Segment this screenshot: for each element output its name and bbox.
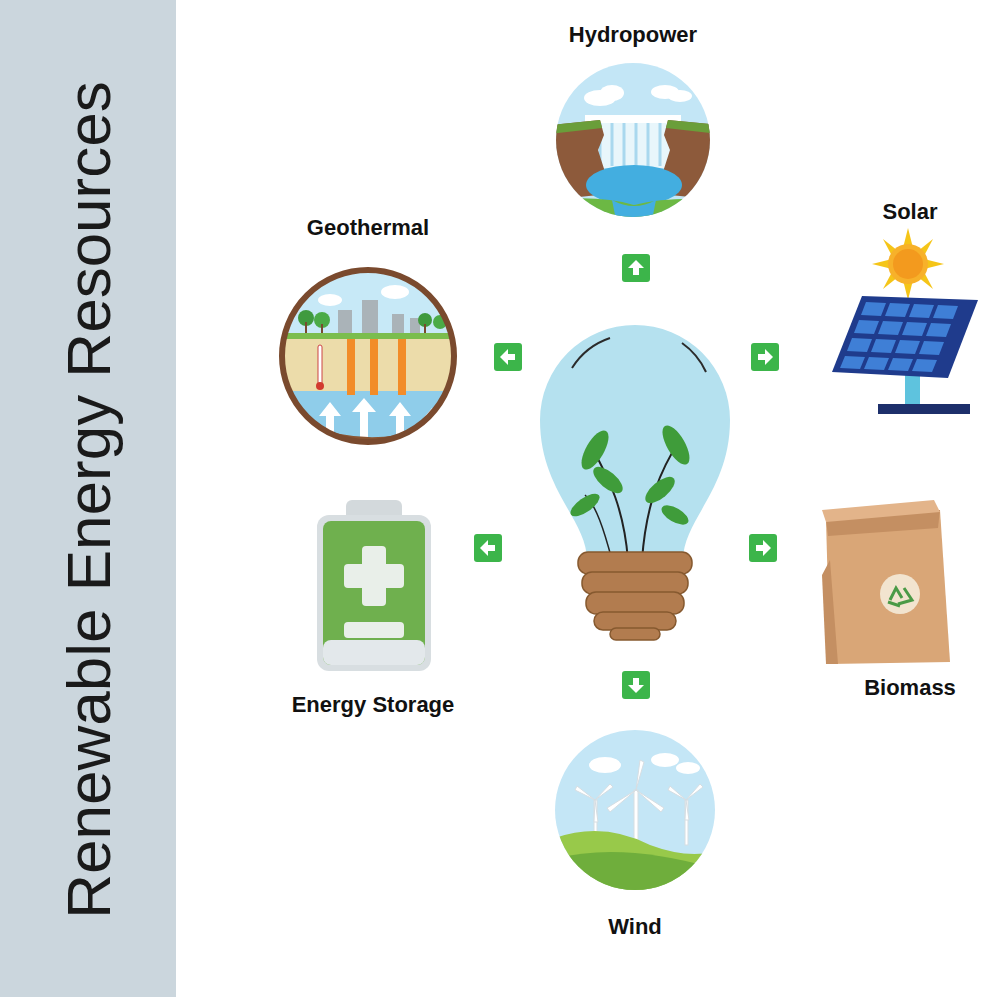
resource-item: Energy Storage [280,496,470,720]
resource-item: Wind [552,728,718,942]
resource-label: Solar [882,199,937,224]
arrow-markers [474,254,779,699]
diagram-title: Renewable Energy Resources [57,81,119,918]
hydropower-icon [550,60,720,230]
biomass-icon [822,500,950,664]
resource-item: Solar [828,196,980,418]
battery-icon [317,500,431,671]
resource-label: Biomass [864,675,956,700]
resource-item: Biomass [818,496,968,704]
resource-label: Hydropower [569,22,697,47]
wind-icon [550,725,720,895]
resource-item: Hydropower [550,15,720,225]
geothermal-icon [280,270,460,451]
lightbulb-plant [540,325,730,640]
resource-label: Energy Storage [292,692,455,717]
resource-item: Geothermal [278,212,460,448]
side-band [0,0,176,997]
solar-icon [832,228,978,414]
resource-label: Wind [608,914,662,939]
resource-label: Geothermal [307,215,429,240]
